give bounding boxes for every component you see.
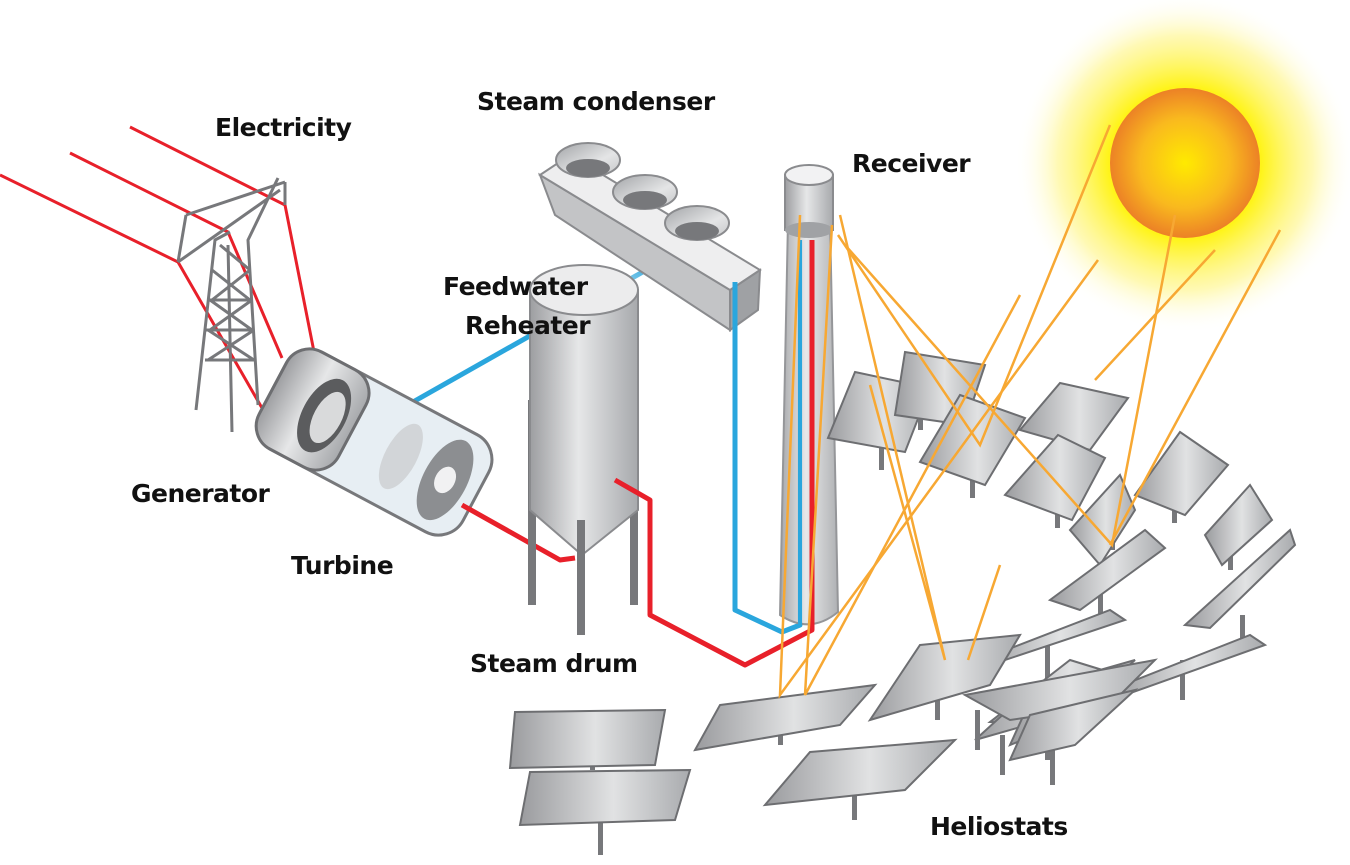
label-receiver: Receiver: [852, 149, 971, 178]
transmission-tower: [176, 177, 287, 433]
power-lines: [0, 125, 320, 409]
heliostat: [1133, 430, 1230, 523]
receiver-tower: [778, 164, 840, 630]
heliostat: [1003, 433, 1107, 528]
heliostat: [518, 768, 692, 855]
heliostat: [1182, 528, 1297, 650]
heliostat: [1047, 528, 1167, 625]
label-generator: Generator: [131, 479, 271, 508]
label-electricity: Electricity: [215, 113, 352, 142]
steam-condenser: [538, 142, 762, 332]
label-heliostats: Heliostats: [930, 812, 1068, 841]
heliostat: [1008, 688, 1139, 785]
turbine: [378, 423, 474, 521]
receiver: [784, 164, 834, 238]
sun: [1015, 0, 1350, 333]
generator-turbine: [254, 347, 494, 537]
heliostat: [1203, 483, 1274, 570]
heliostat: [867, 633, 1022, 722]
heliostat: [762, 738, 958, 820]
label-feedwater: Feedwater: [443, 272, 589, 301]
heliostat: [508, 708, 667, 770]
label-steam-drum: Steam drum: [470, 649, 638, 678]
heliostat: [693, 683, 878, 752]
label-reheater: Reheater: [465, 311, 591, 340]
steam-drum: [528, 264, 639, 635]
label-turbine: Turbine: [291, 551, 393, 580]
label-steam-condenser: Steam condenser: [477, 87, 716, 116]
steam-pipe-turbine: [460, 502, 576, 563]
sunlight-rays: [778, 124, 1282, 700]
